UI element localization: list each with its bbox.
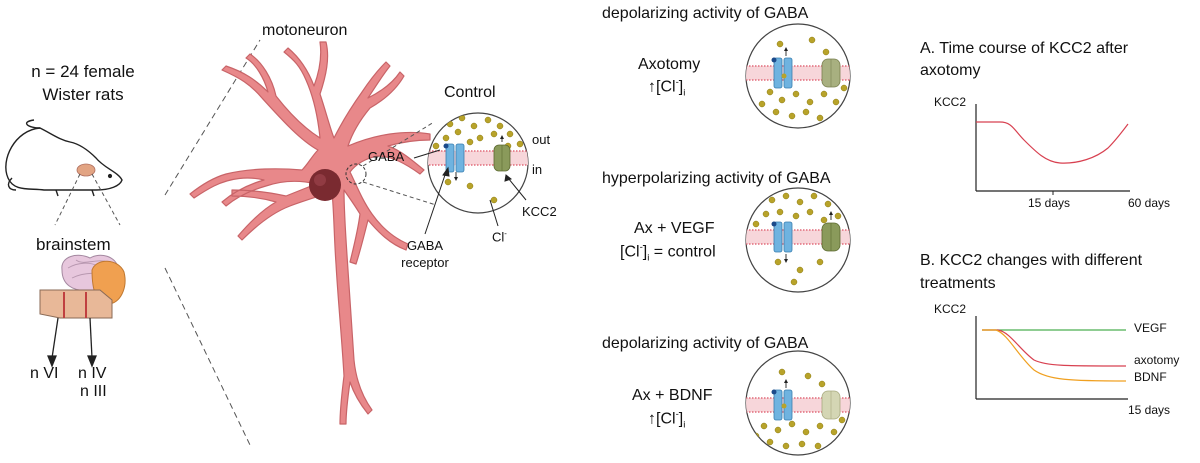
condition-1-heading: depolarizing activity of GABA	[602, 5, 809, 22]
panel-b-axotomy-line	[982, 329, 1127, 367]
condition-3-heading: depolarizing activity of GABA	[602, 335, 809, 352]
panel-a-tick-60-label: 60 days	[1128, 196, 1171, 210]
panel-a-title-1: A. Time course of KCC2 after	[920, 40, 1129, 57]
rats-line-2: Wister rats	[42, 85, 124, 104]
neuron-zoom-lines	[164, 39, 261, 446]
gaba-receptor-label-1: GABA	[406, 238, 444, 253]
rat-brain-mark	[76, 163, 96, 177]
motoneuron-label: motoneuron	[262, 22, 348, 39]
nucleus-arrows	[47, 317, 97, 368]
neuron-nucleus	[309, 169, 341, 201]
chloride-label: Cl-	[492, 229, 507, 245]
panel-b-bdnf-line	[982, 329, 1127, 382]
condition-1-name: Axotomy	[638, 56, 701, 73]
condition-3-name: Ax + BDNF	[632, 387, 713, 404]
condition-2-name: Ax + VEGF	[634, 220, 715, 237]
kcc2-label: KCC2	[522, 204, 557, 219]
condition-1-arrow: ↑	[648, 78, 656, 96]
panel-b-bdnf-label: BDNF	[1134, 370, 1167, 384]
panel-a-kcc2-curve	[976, 121, 1129, 164]
panel-b-title-2: treatments	[920, 275, 996, 292]
nucleus-label-n6: n VI	[30, 365, 59, 382]
in-label: in	[532, 162, 543, 177]
bdnf-synapse-circle	[745, 350, 851, 456]
panel-a-chart	[975, 104, 1130, 195]
condition-1-chloride: ↑[Cl-]i	[648, 77, 686, 99]
axon-hillock-zoom-circle	[345, 163, 367, 185]
panel-b-ylabel: KCC2	[934, 302, 967, 316]
brain-zoom-lines	[54, 173, 121, 226]
panel-b-chart	[975, 316, 1128, 400]
condition-3-arrow: ↑	[648, 410, 656, 428]
panel-a-title-2: axotomy	[920, 62, 981, 79]
rats-line-1: n = 24 female	[31, 62, 135, 81]
vegf-synapse-circle	[745, 187, 851, 293]
panel-b-vegf-label: VEGF	[1134, 321, 1167, 335]
chloride-sup: -	[504, 229, 507, 238]
panel-b-title-1: B. KCC2 changes with different	[920, 252, 1143, 269]
control-pointer-lines	[413, 149, 527, 235]
brainstem-label: brainstem	[36, 235, 111, 254]
nucleus-label-n3: n III	[80, 383, 107, 400]
panel-a-ylabel: KCC2	[934, 95, 967, 109]
brainstem-illustration	[39, 254, 126, 319]
condition-3-chloride: ↑[Cl-]i	[648, 409, 686, 431]
out-label: out	[532, 132, 551, 147]
axotomy-synapse-circle	[745, 23, 851, 129]
control-synapse-circle	[427, 112, 529, 214]
panel-a-tick-15-label: 15 days	[1028, 196, 1071, 210]
chloride-text: Cl	[492, 229, 505, 245]
control-label: Control	[444, 84, 496, 101]
motoneuron-cell	[189, 41, 431, 425]
panel-b-tick-15-label: 15 days	[1128, 403, 1171, 417]
condition-2-chloride: [Cl-]i = control	[620, 242, 716, 264]
nucleus-label-n4: n IV	[78, 365, 107, 382]
rat-illustration	[5, 119, 123, 197]
gaba-label: GABA	[368, 149, 405, 164]
gaba-receptor-label-2: receptor	[401, 255, 449, 270]
panel-b-axotomy-label: axotomy	[1134, 353, 1180, 367]
condition-2-heading: hyperpolarizing activity of GABA	[602, 170, 831, 187]
